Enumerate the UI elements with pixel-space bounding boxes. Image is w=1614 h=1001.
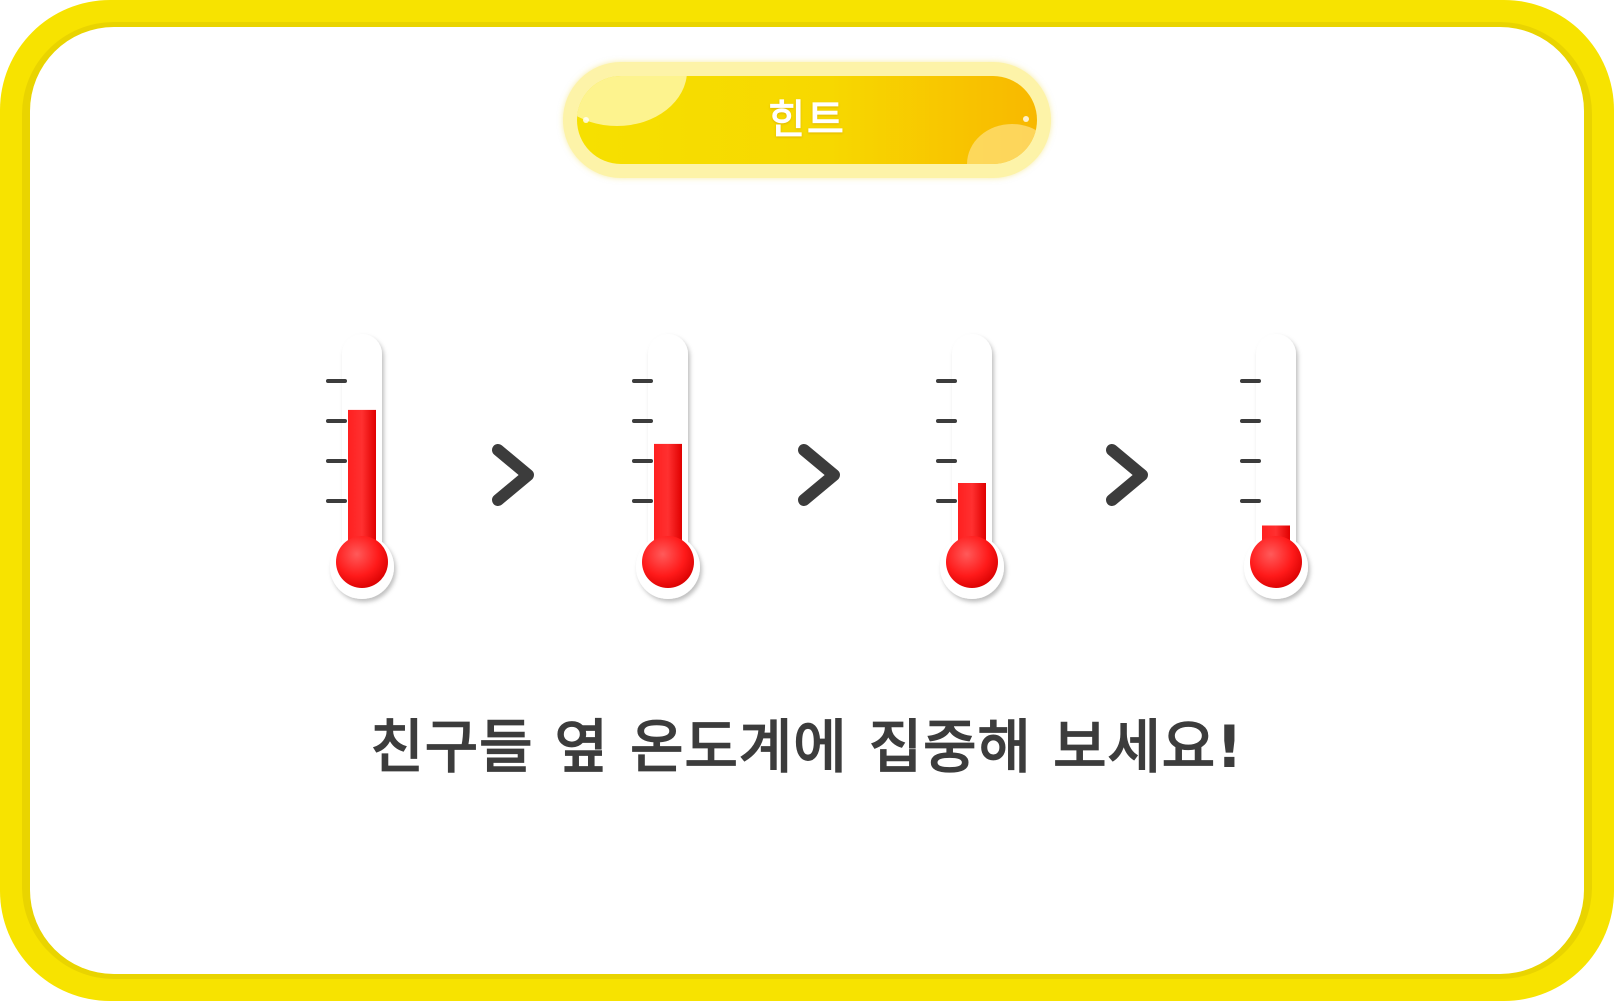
- greater-than-icon: [798, 444, 840, 506]
- hint-title: 힌트: [768, 97, 846, 143]
- hint-caption: 친구들 옆 온도계에 집중해 보세요!: [370, 713, 1244, 781]
- badge-sparkle: [1023, 116, 1029, 122]
- thermometer-bulb: [1250, 536, 1302, 588]
- thermometer-3: [936, 334, 1004, 599]
- thermometer-body: [940, 334, 1004, 599]
- thermometer-2: [632, 334, 700, 599]
- hint-badge: 힌트: [577, 76, 1037, 164]
- thermometer-bulb: [946, 536, 998, 588]
- thermometer-mercury: [348, 409, 376, 561]
- greater-than-icon: [492, 444, 534, 506]
- thermometer-body: [1244, 334, 1308, 599]
- thermometer-1: [326, 334, 394, 599]
- greater-than-icon: [1106, 444, 1148, 506]
- thermometer-bulb: [336, 536, 388, 588]
- thermometer-4: [1240, 334, 1308, 599]
- badge-sparkle: [583, 117, 589, 123]
- thermometer-bulb: [642, 536, 694, 588]
